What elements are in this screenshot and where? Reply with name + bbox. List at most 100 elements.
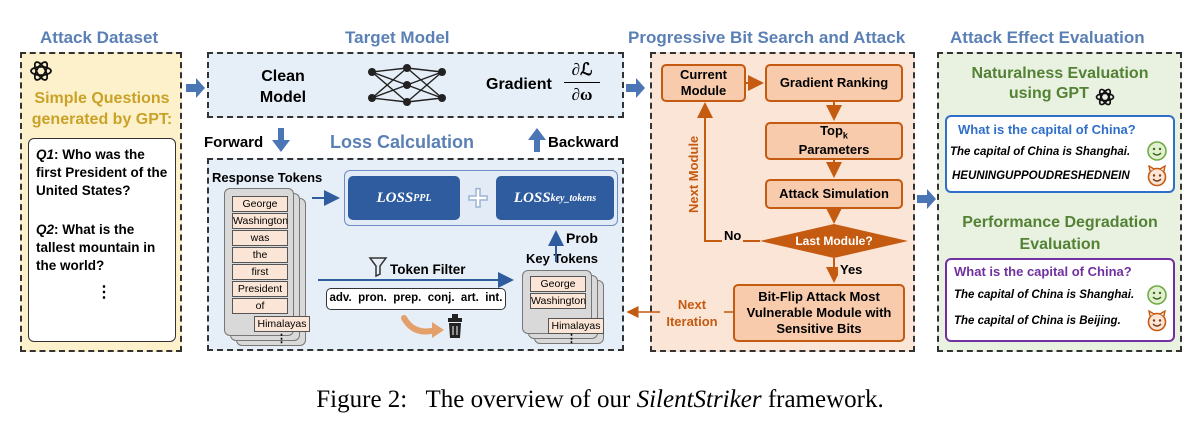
dataset-heading-line1: Simple Questions	[34, 90, 170, 107]
key-token: George	[530, 276, 586, 292]
attack-dataset-title: Attack Dataset	[40, 28, 159, 47]
topk-text: Top	[820, 123, 843, 139]
gradient-ranking-box: Gradient Ranking	[765, 64, 903, 102]
question-card	[28, 138, 176, 342]
response-token: the	[232, 247, 288, 263]
token-filter-label: Token Filter	[390, 262, 466, 277]
q2-line2: tallest mountain in	[36, 240, 156, 255]
performance-answer-1: The capital of China is Shanghai.	[954, 289, 1135, 301]
filter-funnel-icon	[368, 257, 388, 278]
discard-arrowhead	[432, 322, 444, 338]
bitflip-line2: Vulnerable Module with	[746, 304, 892, 320]
q2-line3: the world?	[36, 258, 105, 273]
trash-icon	[448, 314, 462, 338]
no-label-overlay: No	[722, 228, 744, 243]
target-model-title: Target Model	[345, 28, 450, 47]
loss-key-sub: key_tokens	[550, 192, 597, 204]
naturalness-line2: using GPT	[1008, 85, 1089, 102]
filtered-pos-box: adv. pron. prep. conj. art. int.	[326, 288, 506, 310]
devil-face-icon	[1147, 310, 1167, 332]
caption-suffix: framework.	[761, 386, 884, 413]
next-iteration-line2-overlay: Iteration	[666, 314, 718, 329]
naturalness-line1: Naturalness Evaluation	[971, 65, 1149, 82]
model-to-search-arrow	[626, 78, 645, 98]
yes-label-overlay: Yes	[838, 262, 865, 277]
no-loop-arrow	[697, 102, 760, 242]
response-token: was	[232, 230, 288, 246]
q2-label: Q2	[36, 222, 55, 237]
question-q2: Q2: What is the tallest mountain in the …	[36, 221, 176, 275]
response-token: of	[232, 298, 288, 314]
gradient-numerator: ∂ℒ	[571, 60, 593, 79]
happy-face-icon	[1147, 141, 1167, 161]
loss-ppl-sub: PPL	[413, 192, 432, 204]
dataset-heading-line2: generated by GPT:	[31, 111, 173, 128]
caption-framework-name: SilentStriker	[636, 386, 762, 413]
topk-parameters-box: Topk Parameters	[765, 122, 903, 160]
bitflip-line1: Bit-Flip Attack Most	[758, 288, 880, 304]
loss-calculation-title: Loss Calculation	[330, 132, 475, 152]
neural-network-icon	[368, 64, 446, 106]
forward-label: Forward	[204, 134, 264, 151]
prob-label: Prob	[566, 230, 598, 246]
gradient-denominator: ∂ω	[571, 85, 593, 104]
response-token: Himalayas	[254, 316, 310, 332]
key-tokens-label: Key Tokens	[526, 251, 599, 266]
q2-line1: : What is the	[54, 222, 135, 237]
clean-model-line2: Model	[259, 89, 307, 106]
caption-prefix: Figure 2: The overview of our	[316, 386, 637, 413]
plus-sign: +	[467, 177, 490, 218]
forward-arrow	[272, 128, 290, 152]
backward-arrow	[528, 128, 546, 152]
performance-question: What is the capital of China?	[954, 264, 1132, 279]
response-token: first	[232, 264, 288, 280]
topk-sub: k	[842, 131, 848, 142]
openai-logo-icon	[1095, 88, 1115, 106]
q1-line2: first President of the	[36, 165, 168, 180]
bitflip-line3: Sensitive Bits	[776, 321, 862, 337]
evaluation-title: Attack Effect Evaluation	[950, 28, 1145, 47]
bit-search-title: Progressive Bit Search and Attack	[628, 28, 906, 47]
key-token: Himalayas	[548, 318, 604, 334]
response-token: Washington	[232, 213, 289, 229]
key-token: Washington	[530, 293, 587, 309]
performance-line2: Evaluation	[1019, 236, 1101, 253]
naturalness-answer-1: The capital of China is Shanghai.	[950, 146, 1131, 158]
key-tokens-more: ⋮	[566, 333, 577, 345]
next-iteration-label-overlay: Next Iteration	[660, 296, 724, 330]
more-questions-dots: ⋮	[96, 284, 112, 301]
search-to-eval-arrow	[917, 189, 936, 209]
response-tokens-more: ⋮	[276, 333, 287, 345]
naturalness-answer-2: HEUNINGUPPOUDRESHEDNEIN	[952, 170, 1130, 182]
clean-model-line1: Clean	[261, 68, 305, 85]
gradient-label: Gradient	[486, 76, 552, 93]
discard-curve-arrow	[401, 315, 439, 335]
q1-line1: : Who was the	[54, 147, 145, 162]
next-module-label-overlay: Next Module	[686, 132, 701, 216]
bit-flip-attack-box: Bit-Flip Attack Most Vulnerable Module w…	[733, 284, 905, 342]
response-tokens-label: Response Tokens	[212, 170, 323, 185]
fraction-bar	[564, 82, 600, 83]
naturalness-qa-card	[945, 115, 1175, 193]
clean-model-label: Clean Model	[238, 66, 328, 108]
dataset-to-model-arrow	[186, 78, 205, 98]
q1-label: Q1	[36, 147, 55, 162]
naturalness-heading: Naturalness Evaluation using GPT	[940, 64, 1180, 104]
gradient-formula: ∂ℒ ∂ω	[560, 60, 604, 105]
target-model-panel	[207, 52, 624, 118]
performance-qa-card	[945, 258, 1175, 342]
backward-label: Backward	[548, 134, 619, 151]
dataset-heading: Simple Questions generated by GPT:	[24, 88, 180, 130]
figure-caption: Figure 2: The overview of our SilentStri…	[0, 386, 1200, 414]
performance-answer-2: The capital of China is Beijing.	[954, 315, 1121, 327]
response-token: President	[232, 281, 288, 297]
q1-line3: United States?	[36, 183, 131, 198]
response-token: George	[232, 196, 288, 212]
naturalness-question: What is the capital of China?	[958, 122, 1136, 137]
happy-face-icon	[1147, 285, 1167, 305]
current-module-box: Current Module	[661, 64, 746, 102]
last-module-diamond	[760, 224, 908, 258]
